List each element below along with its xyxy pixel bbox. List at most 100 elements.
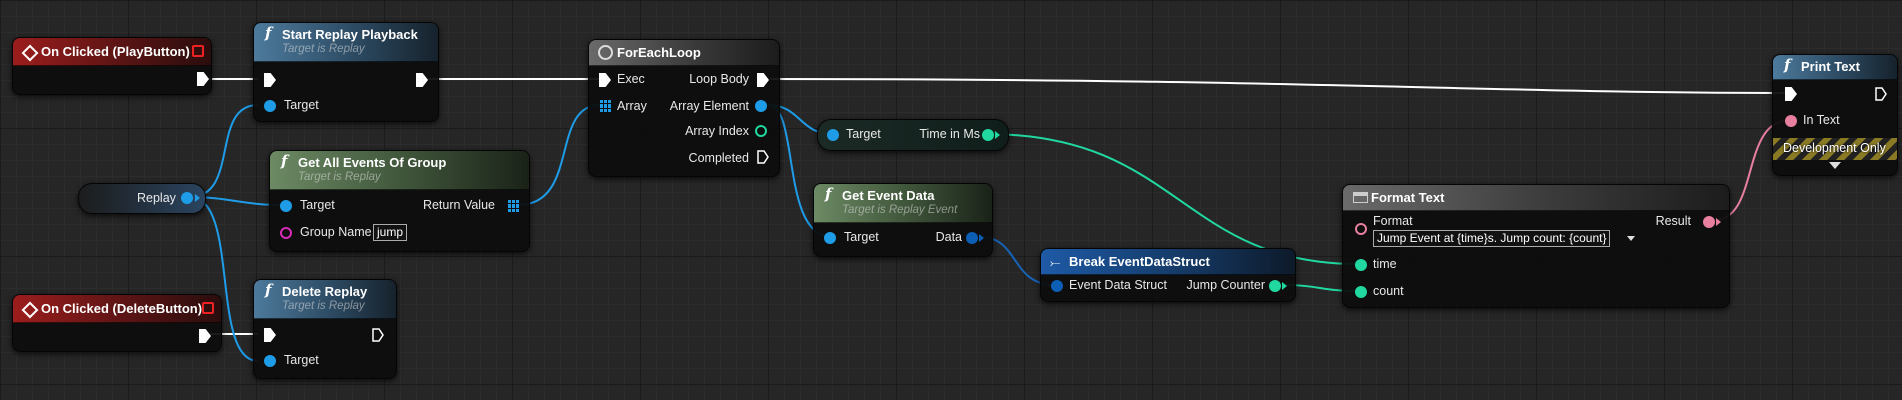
- pin-label-group-name: Group Name: [300, 225, 372, 239]
- node-title: Get Event Data: [842, 188, 935, 203]
- exec-in-pin[interactable]: [264, 73, 276, 87]
- target-pin[interactable]: [264, 355, 276, 367]
- pin-label-event-data-struct: Event Data Struct: [1069, 278, 1167, 292]
- function-icon: f: [265, 281, 272, 299]
- loop-icon: [598, 45, 613, 60]
- node-subtitle: Target is Replay Event: [842, 204, 958, 216]
- array-element-out-pin[interactable]: [755, 100, 767, 112]
- node-title: Break EventDataStruct: [1069, 254, 1210, 269]
- function-icon: f: [825, 185, 832, 203]
- array-index-out-pin[interactable]: [755, 125, 767, 137]
- in-text-pin[interactable]: [1785, 115, 1797, 127]
- macro-node-foreachloop[interactable]: ForEachLoop Exec Loop Body Array Array E…: [588, 39, 780, 177]
- pin-label-target: Target: [284, 353, 319, 367]
- node-title: On Clicked (PlayButton): [41, 44, 190, 59]
- event-node-on-clicked-delete[interactable]: On Clicked (DeleteButton): [12, 294, 222, 352]
- delegate-pin-icon[interactable]: [202, 302, 214, 314]
- time-in-ms-out-pin[interactable]: [982, 129, 994, 141]
- node-title: Start Replay Playback: [282, 27, 418, 42]
- function-node-format-text[interactable]: Format Text Format Jump Event at {time}s…: [1342, 184, 1730, 308]
- pin-arrow-icon: [1282, 282, 1287, 290]
- function-node-get-all-events-of-group[interactable]: f Get All Events Of Group Target is Repl…: [269, 150, 530, 252]
- function-icon: f: [281, 152, 288, 170]
- pin-arrow-icon: [1716, 218, 1721, 226]
- node-subtitle: Target is Replay: [298, 171, 381, 183]
- completed-out-pin[interactable]: [757, 150, 769, 164]
- pin-label-array: Array: [617, 99, 647, 113]
- array-out-pin[interactable]: [508, 200, 520, 212]
- format-string-input[interactable]: Jump Event at {time}s. Jump count: {coun…: [1373, 230, 1611, 247]
- pin-label-loop-body: Loop Body: [689, 72, 749, 86]
- pin-label-count: count: [1373, 284, 1404, 298]
- node-title: Delete Replay: [282, 284, 368, 299]
- wire-timems-to-time: [985, 133, 1359, 265]
- development-only-label: Development Only: [1783, 141, 1886, 155]
- exec-out-pin[interactable]: [372, 328, 384, 342]
- event-node-on-clicked-play[interactable]: On Clicked (PlayButton): [12, 37, 212, 95]
- variable-label: Replay: [137, 191, 176, 205]
- pin-label-target: Target: [284, 98, 319, 112]
- chevron-down-icon[interactable]: [1627, 236, 1635, 241]
- target-pin[interactable]: [280, 200, 292, 212]
- function-node-start-replay-playback[interactable]: f Start Replay Playback Target is Replay…: [253, 22, 439, 122]
- pin-arrow-icon: [995, 131, 1000, 139]
- function-node-delete-replay[interactable]: f Delete Replay Target is Replay Target: [253, 279, 397, 379]
- count-in-pin[interactable]: [1355, 286, 1367, 298]
- node-subtitle: Target is Replay: [282, 300, 365, 312]
- exec-out-pin[interactable]: [197, 72, 209, 86]
- function-node-print-text[interactable]: f Print Text In Text Development Only: [1772, 54, 1898, 176]
- break-struct-node-eventdatastruct[interactable]: ⤚ Break EventDataStruct Event Data Struc…: [1040, 248, 1296, 302]
- wire-replay-to-delete-target: [189, 196, 259, 362]
- group-name-pin[interactable]: [280, 227, 292, 239]
- event-diamond-icon: [21, 44, 39, 62]
- pin-label-time-in-ms: Time in Ms: [919, 127, 980, 141]
- event-diamond-icon: [21, 301, 39, 319]
- expand-arrow-icon[interactable]: [1829, 162, 1841, 169]
- node-title: On Clicked (DeleteButton): [41, 301, 203, 316]
- pin-label-target: Target: [844, 230, 879, 244]
- pin-label-target: Target: [846, 127, 881, 141]
- exec-in-pin[interactable]: [1785, 87, 1797, 101]
- wire-exec-loop-to-print: [769, 78, 1789, 94]
- wire-replay-to-start-target: [189, 104, 259, 198]
- target-pin[interactable]: [827, 129, 839, 141]
- pin-label-exec: Exec: [617, 72, 645, 86]
- event-data-struct-in-pin[interactable]: [1051, 280, 1063, 292]
- exec-out-pin[interactable]: [1875, 87, 1887, 101]
- format-in-pin[interactable]: [1355, 223, 1367, 235]
- loop-body-out-pin[interactable]: [757, 73, 769, 87]
- data-out-pin[interactable]: [966, 232, 978, 244]
- development-only-banner: Development Only: [1773, 138, 1897, 160]
- pin-label-return-value: Return Value: [422, 198, 495, 212]
- function-node-get-event-data[interactable]: f Get Event Data Target is Replay Event …: [813, 183, 993, 257]
- pin-label-array-element: Array Element: [669, 99, 749, 113]
- exec-out-pin[interactable]: [199, 329, 211, 343]
- result-out-pin[interactable]: [1703, 216, 1715, 228]
- delegate-pin-icon[interactable]: [192, 45, 204, 57]
- array-in-pin[interactable]: [600, 100, 612, 112]
- target-pin[interactable]: [824, 232, 836, 244]
- target-pin[interactable]: [264, 100, 276, 112]
- exec-in-pin[interactable]: [264, 328, 276, 342]
- variable-node-replay[interactable]: Replay: [78, 183, 206, 214]
- pin-label-target: Target: [300, 198, 335, 212]
- function-icon: f: [265, 24, 272, 42]
- pin-label-array-index: Array Index: [685, 124, 749, 138]
- exec-in-pin[interactable]: [599, 73, 611, 87]
- exec-out-pin[interactable]: [416, 73, 428, 87]
- function-icon: f: [1784, 56, 1791, 74]
- group-name-input[interactable]: jump: [373, 224, 408, 241]
- node-title: Get All Events Of Group: [298, 155, 447, 170]
- pin-label-time: time: [1373, 257, 1397, 271]
- pin-label-format: Format: [1373, 214, 1413, 228]
- wire-getall-to-loop-array: [517, 104, 601, 206]
- node-title: Print Text: [1801, 59, 1860, 74]
- node-title: Format Text: [1371, 190, 1445, 205]
- replay-out-pin[interactable]: [181, 192, 193, 204]
- time-in-pin[interactable]: [1355, 259, 1367, 271]
- pin-arrow-icon: [979, 234, 984, 242]
- node-subtitle: Target is Replay: [282, 43, 365, 55]
- jump-counter-out-pin[interactable]: [1269, 280, 1281, 292]
- property-node-time-in-ms[interactable]: Target Time in Ms: [817, 119, 1009, 151]
- pin-label-result: Result: [1655, 214, 1691, 228]
